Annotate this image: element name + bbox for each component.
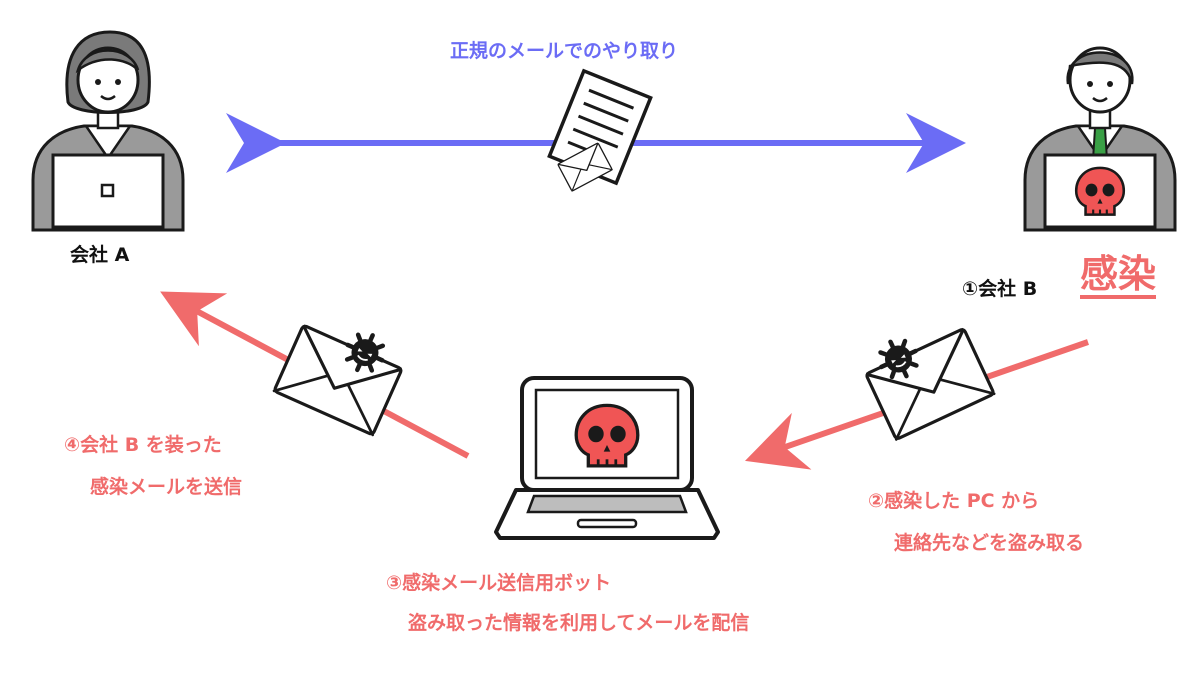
step3-line1: ③感染メール送信用ボット — [386, 572, 612, 594]
company-b-label: ①会社 B — [962, 278, 1038, 300]
step2-line2: 連絡先などを盗み取る — [894, 532, 1085, 554]
bot-laptop-icon — [494, 376, 720, 540]
company-a-label: 会社 A — [70, 244, 130, 266]
person-a-icon — [31, 30, 185, 232]
infected-word: 感染 — [1080, 254, 1157, 299]
step3-line2: 盗み取った情報を利用してメールを配信 — [408, 612, 750, 634]
virus-envelope-icon — [864, 326, 996, 442]
step4-line2: 感染メールを送信 — [90, 476, 243, 498]
person-b-icon — [1023, 46, 1177, 232]
step4-line1: ④会社 B を装った — [64, 434, 222, 456]
step2-line1: ②感染した PC から — [868, 490, 1040, 512]
legit-exchange-label: 正規のメールでのやり取り — [450, 40, 679, 62]
